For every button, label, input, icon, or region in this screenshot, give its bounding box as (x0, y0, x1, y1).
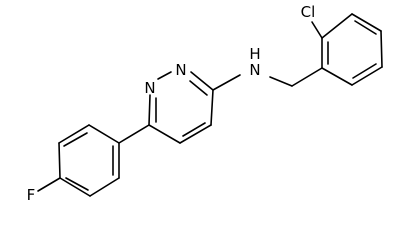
bond (311, 21, 323, 39)
amine-hydrogen-label: H (249, 45, 260, 63)
bond (321, 13, 353, 39)
bond (58, 124, 90, 144)
bond (269, 76, 293, 87)
bond (210, 89, 214, 126)
atom-labels: Cl N N N H F (27, 3, 316, 204)
bond (291, 67, 323, 87)
chemical-structure: Cl N N N H F (27, 3, 383, 204)
bond (351, 13, 382, 32)
bond (148, 94, 151, 126)
bond (354, 20, 377, 35)
ring-nitrogen-label: N (144, 79, 155, 97)
bond (88, 124, 120, 144)
bond (118, 124, 150, 144)
bonds (37, 13, 383, 197)
bond (351, 66, 383, 86)
bond (212, 74, 241, 91)
bond (65, 177, 89, 191)
bond (157, 71, 172, 80)
chlorine-label: Cl (301, 3, 316, 21)
bond (352, 63, 377, 79)
bond (189, 80, 208, 96)
bond (89, 177, 120, 197)
fluorine-label: F (27, 186, 36, 204)
bond (148, 124, 181, 144)
amine-nitrogen-label: N (249, 61, 260, 79)
bond (179, 124, 212, 144)
bond (380, 30, 383, 68)
bond (59, 177, 91, 197)
ring-nitrogen-label: N (175, 61, 186, 79)
bond (58, 142, 61, 179)
bond (321, 67, 353, 86)
bond (190, 71, 214, 91)
bond (63, 132, 88, 147)
bond (37, 177, 61, 192)
bond (182, 122, 206, 137)
